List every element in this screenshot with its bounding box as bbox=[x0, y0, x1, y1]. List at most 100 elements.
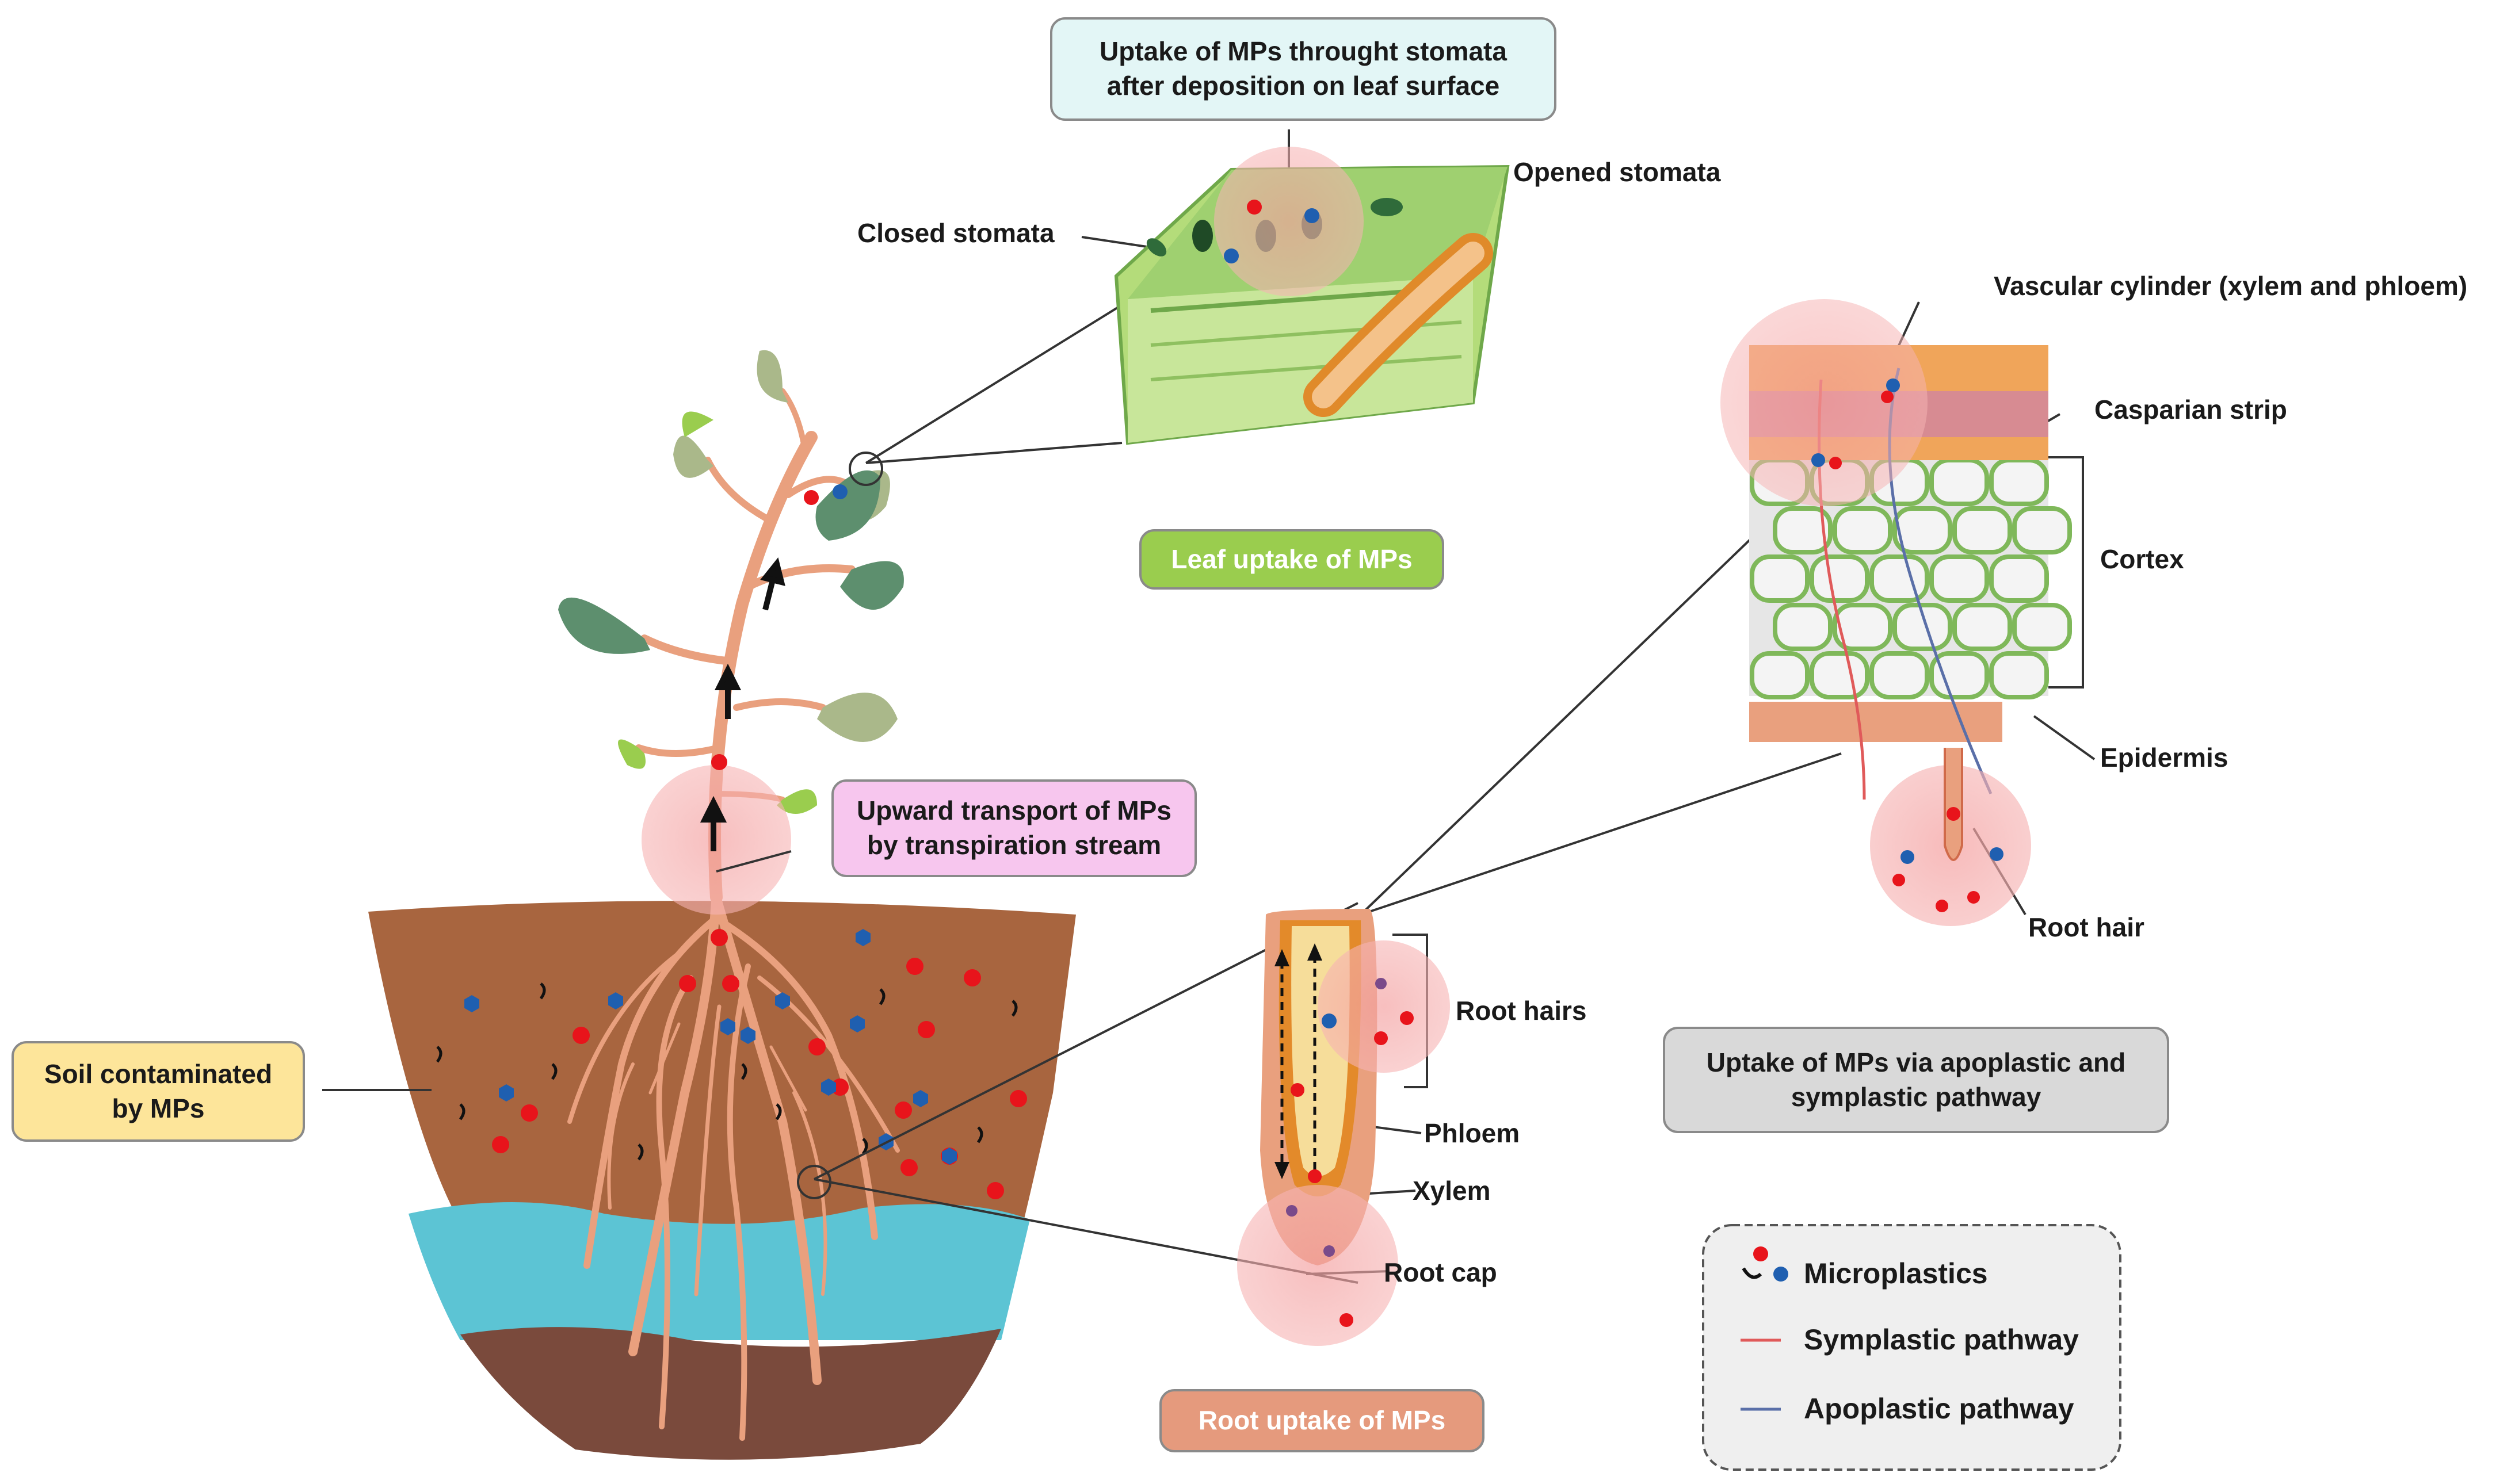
mp-blue-hex bbox=[942, 1148, 957, 1165]
box-leaf-stomata-line2: after deposition on leaf surface bbox=[1106, 71, 1500, 101]
vascular-highlight bbox=[1720, 299, 1928, 506]
root-tip bbox=[1237, 909, 1450, 1346]
root-tissue-section bbox=[1720, 299, 2072, 926]
cortex-cell bbox=[1833, 506, 1892, 554]
cortex-cell bbox=[1750, 554, 1810, 603]
leaf bbox=[618, 739, 646, 769]
misc-microplastics bbox=[711, 200, 2003, 1327]
cortex-cell bbox=[1952, 603, 2012, 651]
leaf-cross-section bbox=[1114, 147, 1510, 445]
box-root-uptake: Root uptake of MPs bbox=[1159, 1389, 1484, 1452]
mp-blue-hex bbox=[856, 929, 871, 946]
mp-fiber bbox=[436, 1046, 442, 1063]
leaf-zoom-ring bbox=[849, 452, 883, 486]
legend-item-microplastics: Microplastics bbox=[1804, 1257, 1988, 1290]
root-hairs-highlight bbox=[1318, 940, 1450, 1073]
root-zoom-ring bbox=[797, 1165, 831, 1199]
box-apo-sym-line2: symplastic pathway bbox=[1791, 1081, 2041, 1112]
opened-stomata-shape bbox=[1371, 198, 1403, 216]
leaf bbox=[777, 789, 817, 814]
mp-blue-hex bbox=[821, 1078, 836, 1096]
cortex-cell bbox=[1929, 458, 1989, 506]
leaf bbox=[817, 693, 898, 742]
cortex-cell bbox=[1952, 506, 2012, 554]
label-root-hair: Root hair bbox=[2028, 912, 2144, 942]
cortex-cell bbox=[1750, 651, 1810, 699]
leaf bbox=[558, 597, 650, 654]
label-xylem: Xylem bbox=[1413, 1176, 1491, 1206]
mp-red-dot bbox=[906, 958, 923, 975]
mp-red-dot bbox=[895, 1101, 912, 1119]
cortex-cell bbox=[1892, 603, 1952, 651]
stoma bbox=[1192, 220, 1213, 252]
label-root-cap: Root cap bbox=[1384, 1257, 1497, 1287]
mp-blue-hex bbox=[464, 995, 479, 1012]
mp-fiber bbox=[1011, 1000, 1018, 1017]
leaf-target bbox=[815, 470, 880, 541]
label-opened-stomata: Opened stomata bbox=[1513, 157, 1721, 187]
mp-fiber bbox=[551, 1063, 558, 1080]
cortex-cell bbox=[1989, 554, 2049, 603]
mp-blue-hex bbox=[775, 992, 790, 1009]
leaf bbox=[840, 561, 904, 610]
label-vascular-cylinder: Vascular cylinder (xylem and phloem) bbox=[1994, 271, 2468, 301]
box-soil-contaminated: Soil contaminated by MPs bbox=[12, 1041, 305, 1142]
mp-red-dot bbox=[679, 975, 696, 992]
box-leaf-uptake-text: Leaf uptake of MPs bbox=[1171, 544, 1413, 574]
mp-red-dot bbox=[900, 1159, 918, 1176]
box-soil-line2: by MPs bbox=[112, 1093, 205, 1123]
mp-red-dot bbox=[722, 975, 739, 992]
cortex-cell bbox=[1989, 458, 2049, 506]
mp-blue-hex bbox=[850, 1015, 865, 1032]
root-cap-highlight bbox=[1237, 1185, 1398, 1346]
cortex-cell bbox=[1989, 651, 2049, 699]
leaf bbox=[682, 411, 713, 437]
legend-item-symplastic: Symplastic pathway bbox=[1804, 1324, 2079, 1356]
mp-red-dot bbox=[918, 1021, 935, 1038]
label-cortex: Cortex bbox=[2100, 544, 2184, 574]
box-root-uptake-text: Root uptake of MPs bbox=[1198, 1405, 1446, 1436]
cortex-cell bbox=[2012, 506, 2072, 554]
box-soil-line1: Soil contaminated bbox=[44, 1058, 273, 1089]
label-root-hairs: Root hairs bbox=[1456, 996, 1587, 1026]
transport-arrows bbox=[700, 557, 785, 851]
soil-microplastics bbox=[436, 929, 1027, 1199]
closed-stomata-shape bbox=[1146, 238, 1167, 257]
mp-fiber bbox=[775, 1103, 782, 1120]
soil-topsoil bbox=[368, 901, 1076, 1242]
mp-fiber bbox=[741, 1063, 747, 1080]
cortex-cell bbox=[1892, 506, 1952, 554]
mp-red-dot bbox=[573, 1027, 590, 1044]
mp-fiber bbox=[459, 1103, 465, 1120]
stomata-highlight bbox=[1214, 147, 1364, 296]
mp-blue-hex bbox=[608, 992, 623, 1009]
label-closed-stomata: Closed stomata bbox=[857, 218, 1055, 248]
cortex-cell bbox=[1929, 651, 1989, 699]
mp-blue-hex bbox=[913, 1090, 928, 1107]
box-upward-line2: by transpiration stream bbox=[867, 830, 1162, 860]
soil-deep-layer bbox=[460, 1327, 1001, 1460]
mp-blue-hex bbox=[741, 1027, 755, 1044]
mp-red-dot bbox=[808, 1038, 826, 1055]
cortex-cell bbox=[1833, 603, 1892, 651]
mp-fiber bbox=[539, 982, 546, 1000]
legend-frame bbox=[1702, 1224, 2121, 1471]
legend-microplastics-symbol bbox=[1742, 1246, 1788, 1282]
leaf bbox=[673, 435, 713, 478]
mp-fiber bbox=[637, 1143, 644, 1161]
box-apo-sym-line1: Uptake of MPs via apoplastic and bbox=[1706, 1047, 2126, 1077]
leaf bbox=[757, 350, 788, 403]
cortex-cell bbox=[1773, 603, 1833, 651]
mp-blue-hex bbox=[720, 1018, 735, 1035]
cortex-cell bbox=[1773, 506, 1833, 554]
box-leaf-uptake: Leaf uptake of MPs bbox=[1139, 529, 1444, 590]
mp-red-dot bbox=[987, 1182, 1004, 1199]
box-leaf-stomata-uptake: Uptake of MPs throught stomata after dep… bbox=[1050, 17, 1556, 121]
legend-item-apoplastic: Apoplastic pathway bbox=[1804, 1393, 2074, 1425]
mp-fiber bbox=[879, 988, 886, 1005]
cortex-cell bbox=[1810, 554, 1869, 603]
mp-red-dot bbox=[964, 969, 981, 986]
mp-blue-hex bbox=[499, 1084, 514, 1101]
